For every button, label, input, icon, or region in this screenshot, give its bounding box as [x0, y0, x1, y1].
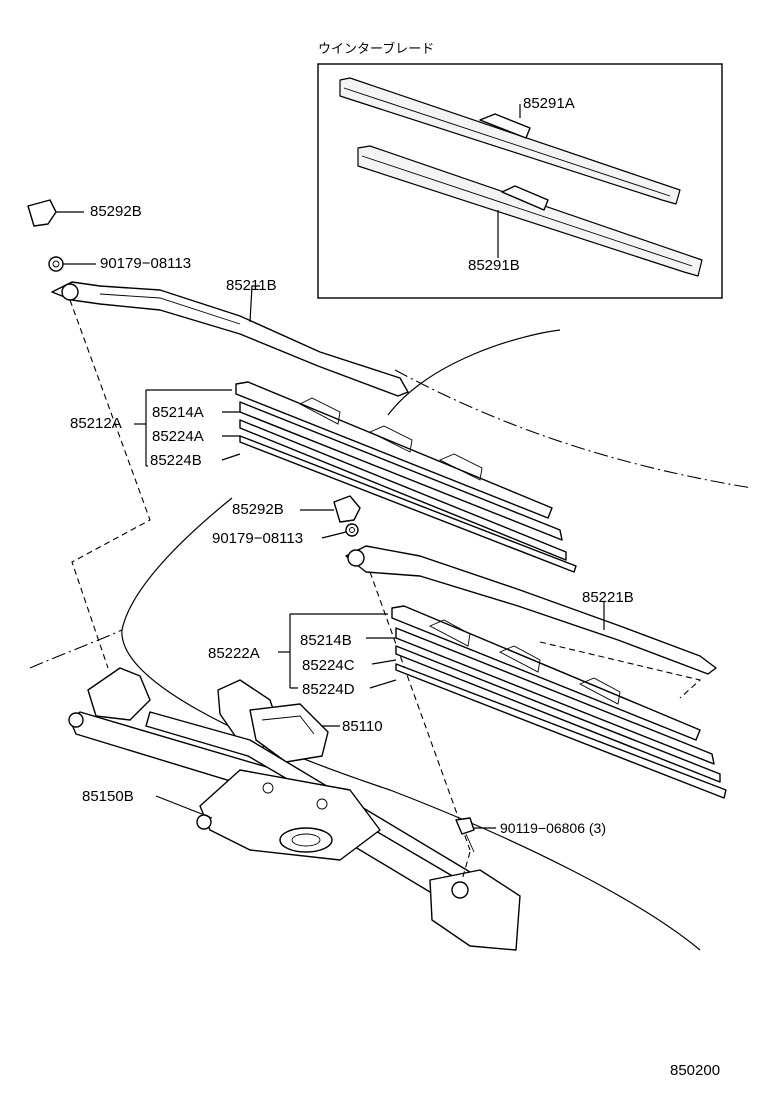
figure-code: 850200: [670, 1062, 721, 1079]
part-label-85224C[interactable]: 85224C: [302, 657, 355, 674]
wiper-linkage-85150B[interactable]: [68, 667, 521, 951]
bolt-guide: [461, 851, 471, 881]
part-label-85222A[interactable]: 85222A: [208, 645, 260, 662]
arm-right-guide: [539, 641, 702, 699]
winter-blade-85291B[interactable]: [357, 145, 703, 277]
arm-mount-guide: [69, 299, 151, 669]
part-label-85211B[interactable]: 85211B: [226, 277, 277, 294]
wiper-arm-85221B[interactable]: [345, 545, 717, 675]
part-label-85224B[interactable]: 85224B: [150, 452, 202, 469]
wiper-arm-85211B[interactable]: [51, 281, 409, 397]
blade-assembly-85212A[interactable]: [235, 381, 577, 573]
part-label-85292B-top[interactable]: 85292B: [90, 203, 142, 220]
wiper-motor-85110[interactable]: [217, 679, 329, 763]
part-label-85291A[interactable]: 85291A: [523, 95, 575, 112]
bracket-85212A: [145, 389, 232, 467]
part-label-85224A[interactable]: 85224A: [152, 428, 204, 445]
windshield-edge: [387, 329, 561, 416]
part-label-90179-top[interactable]: 90179−08113: [100, 255, 192, 272]
centerline-upper: [394, 369, 753, 489]
winter-blade-85291A[interactable]: [339, 77, 681, 205]
bracket-85222A: [289, 613, 388, 689]
part-label-85150B[interactable]: 85150B: [82, 788, 134, 805]
centerline-lower: [29, 629, 123, 669]
part-label-85221B[interactable]: 85221B: [582, 589, 634, 606]
part-label-85212A[interactable]: 85212A: [70, 415, 122, 432]
nut-90179-mid[interactable]: [345, 523, 359, 537]
part-label-90119[interactable]: 90119−06806 (3): [500, 820, 606, 836]
nut-90179-top[interactable]: [48, 256, 64, 272]
blade-assembly-85222A[interactable]: [391, 605, 727, 799]
part-label-85224D[interactable]: 85224D: [302, 681, 355, 698]
part-label-85291B[interactable]: 85291B: [468, 257, 520, 274]
cap-85292B-mid[interactable]: [333, 495, 361, 523]
part-label-85292B-mid[interactable]: 85292B: [232, 501, 284, 518]
part-label-90179-mid[interactable]: 90179−08113: [212, 530, 304, 547]
bolt-90119[interactable]: [455, 817, 475, 853]
cap-85292B-top[interactable]: [27, 199, 57, 227]
part-label-85214B[interactable]: 85214B: [300, 632, 352, 649]
part-label-85214A[interactable]: 85214A: [152, 404, 204, 421]
part-label-85110[interactable]: 85110: [342, 718, 383, 735]
inset-title: ウインターブレード: [318, 42, 435, 57]
inset-frame: [317, 63, 723, 299]
